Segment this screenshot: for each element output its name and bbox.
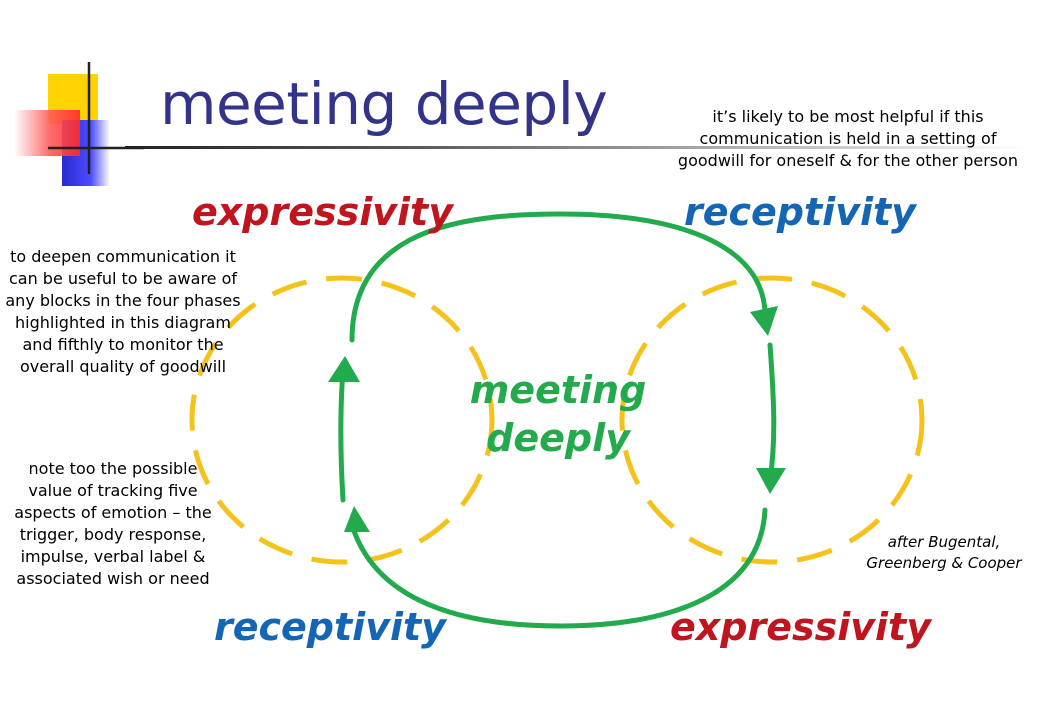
credit-note: after Bugental, Greenberg & Cooper — [846, 532, 1040, 574]
note-line: aspects of emotion – the — [14, 503, 212, 522]
slide-title: meeting deeply — [160, 70, 608, 138]
note-line: communication is held in a setting of — [699, 129, 997, 148]
credit-line: Greenberg & Cooper — [866, 554, 1022, 572]
arrow-top-right-icon — [750, 306, 778, 336]
note-line: can be useful to be aware of — [8, 269, 238, 288]
note-line: goodwill for oneself & for the other per… — [677, 151, 1019, 170]
label-expressivity-top-left: expressivity — [192, 190, 453, 234]
center-label-line1: meeting — [469, 368, 647, 412]
title-divider — [125, 146, 1030, 149]
note-line: and fifthly to monitor the — [22, 335, 224, 354]
arrow-right-down-icon — [756, 468, 786, 494]
loop-left-line — [338, 367, 346, 503]
note-line: associated wish or need — [16, 569, 210, 588]
note-line: it’s likely to be most helpful if this — [712, 107, 984, 126]
note-line: to deepen communication it — [10, 247, 236, 266]
note-line: impulse, verbal label & — [20, 547, 206, 566]
label-expressivity-bottom-right: expressivity — [670, 605, 931, 649]
loop-bottom-arc — [349, 507, 768, 629]
note-line: trigger, body response, — [19, 525, 207, 544]
loop-right-line — [767, 342, 777, 483]
arrow-left-up-icon — [328, 356, 360, 382]
center-label-line2: deeply — [486, 416, 630, 460]
loop-top-arc — [349, 211, 768, 343]
note-deepen-communication: to deepen communication it can be useful… — [0, 246, 246, 378]
center-label: meeting deeply — [430, 366, 686, 462]
note-line: any blocks in the four phases — [5, 291, 241, 310]
label-receptivity-top-right: receptivity — [684, 190, 916, 234]
note-line: overall quality of goodwill — [19, 357, 227, 376]
label-receptivity-bottom-left: receptivity — [214, 605, 446, 649]
credit-line: after Bugental, — [887, 533, 1001, 551]
note-line: note too the possible — [28, 459, 198, 478]
note-line: highlighted in this diagram — [15, 313, 231, 332]
note-emotion-aspects: note too the possible value of tracking … — [0, 458, 226, 590]
left-circle — [189, 275, 495, 565]
note-line: value of tracking five — [28, 481, 198, 500]
arrow-bottom-left-icon — [344, 506, 370, 532]
note-goodwill: it’s likely to be most helpful if this c… — [660, 106, 1036, 172]
slide-logo-icon — [14, 62, 144, 186]
right-circle — [619, 275, 925, 565]
